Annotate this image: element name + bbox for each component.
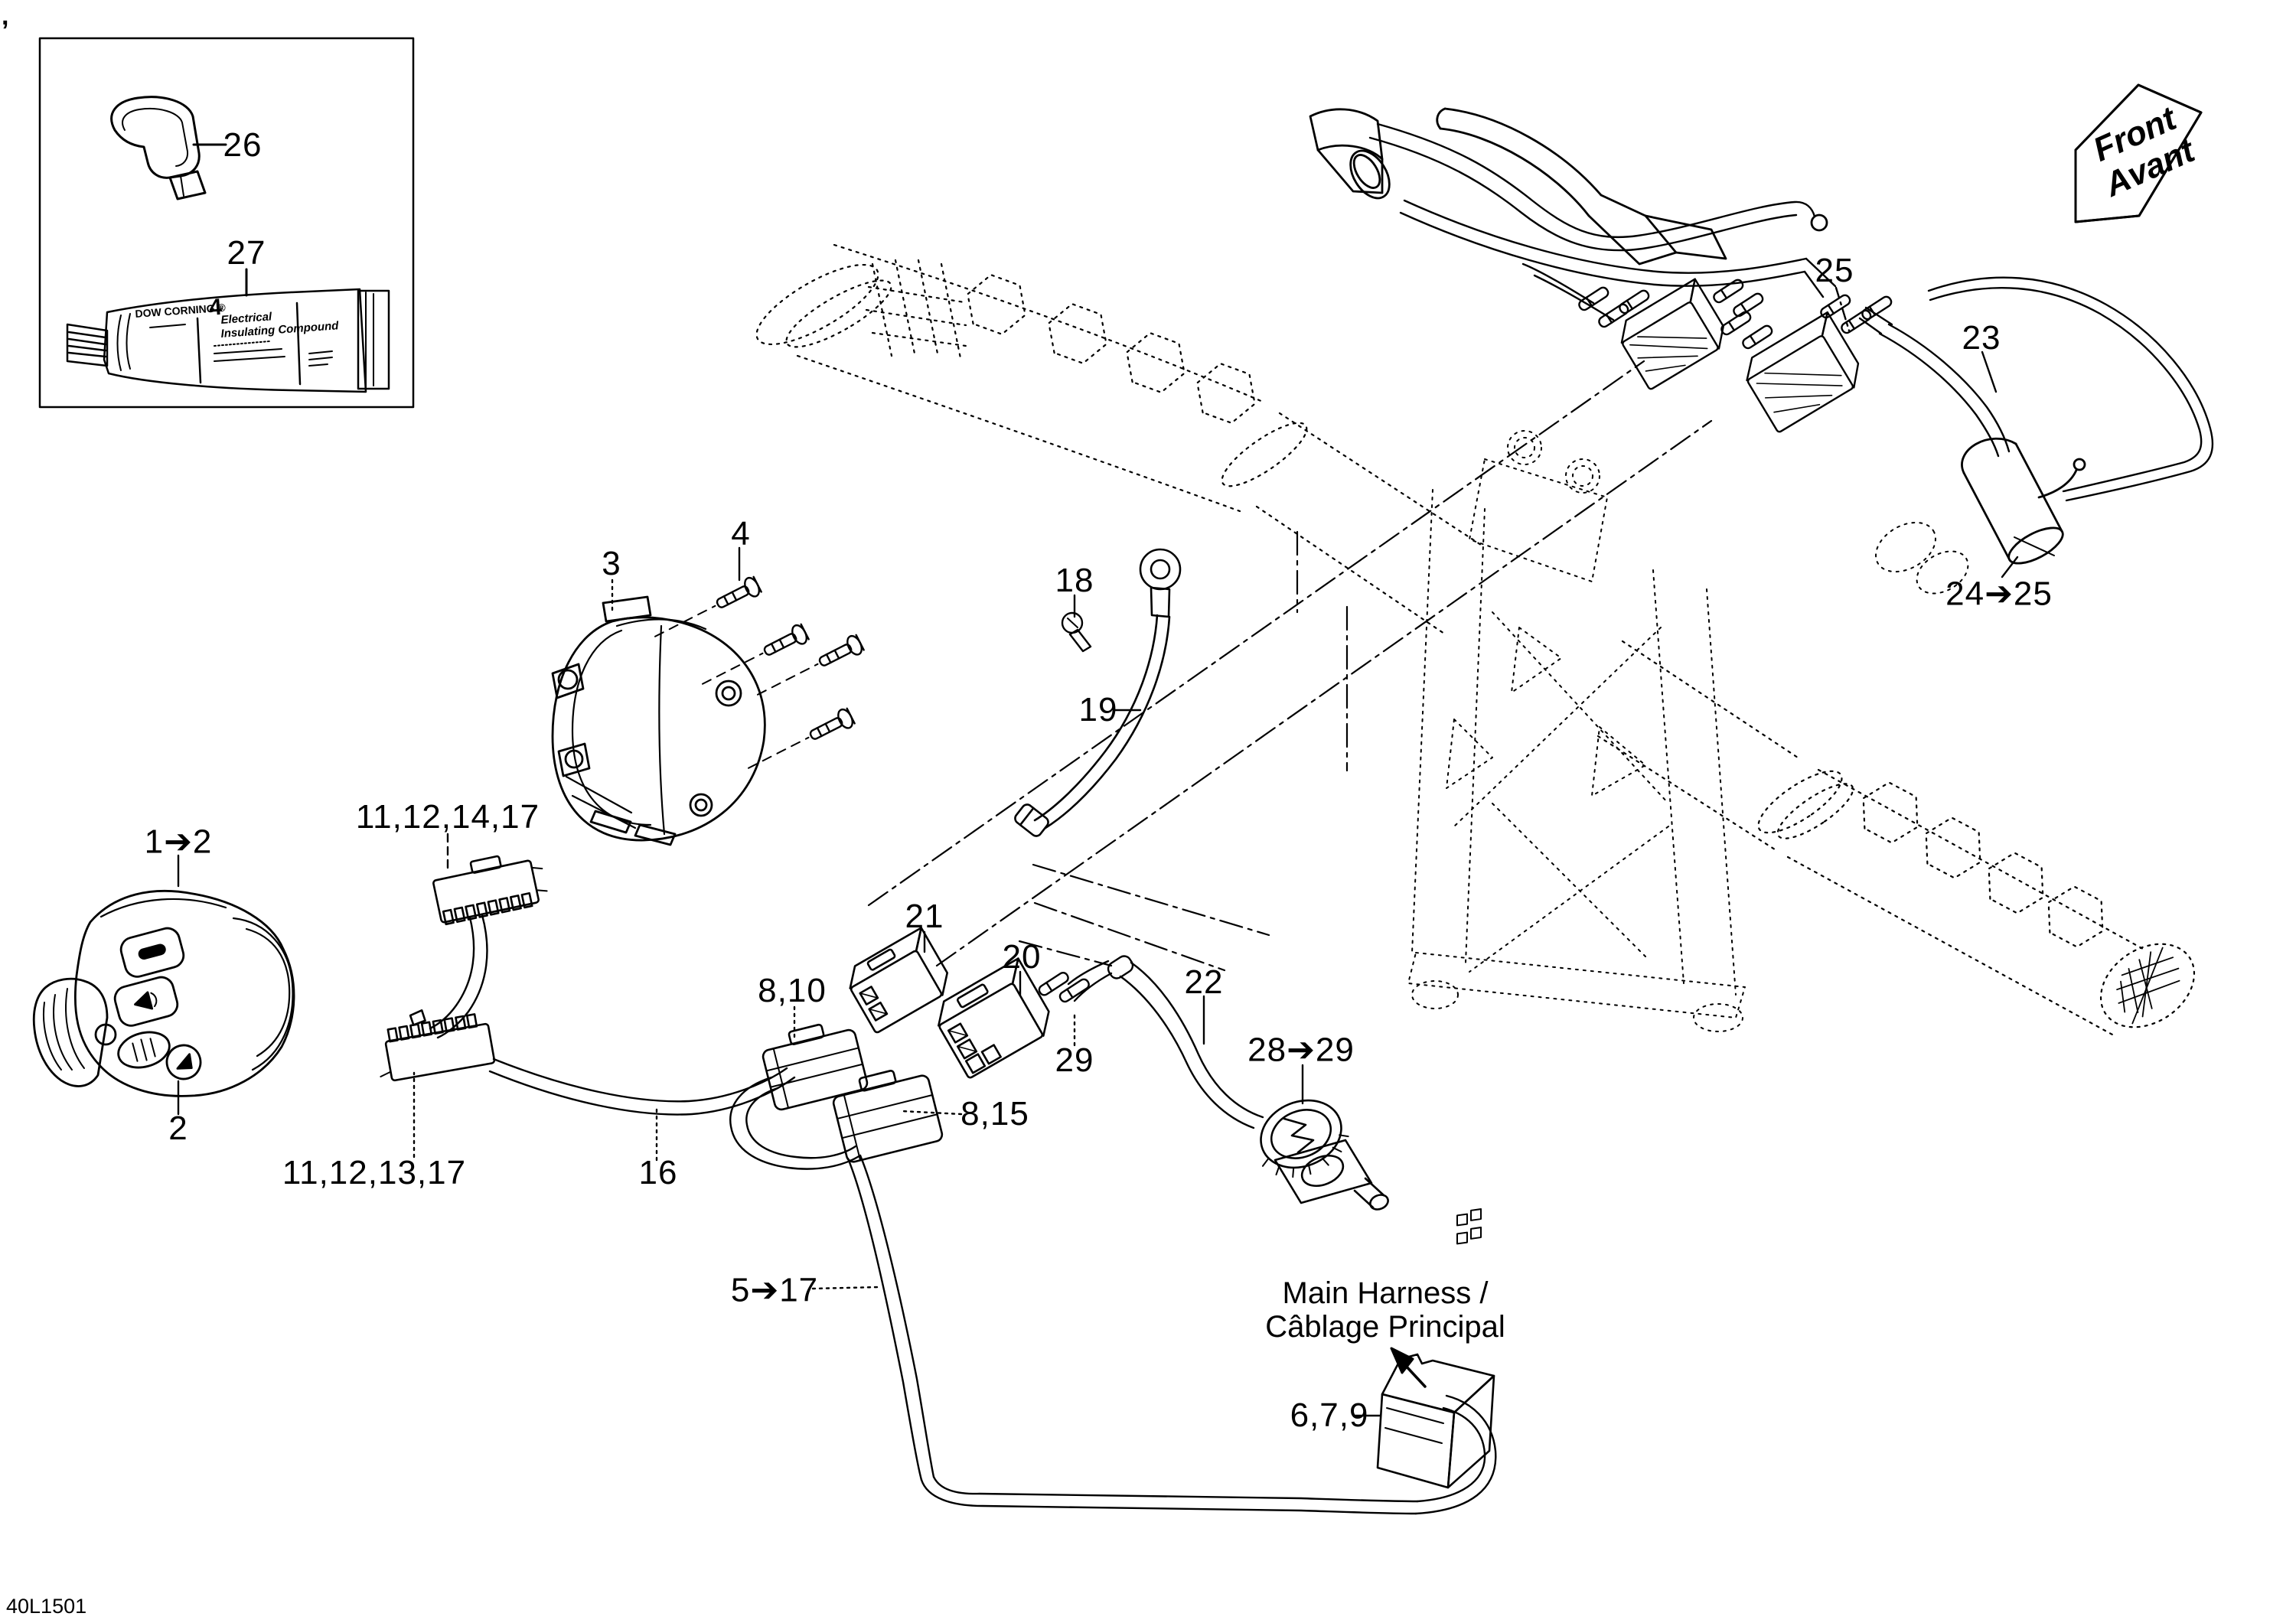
grommet-28-29 [1260, 1099, 1389, 1211]
connector-block-right [1746, 311, 1860, 433]
grip-knurl-left [865, 259, 967, 360]
callout-11,12,14,17: 11,12,14,17 [355, 798, 540, 836]
steering-riser-phantom [1407, 430, 1969, 1032]
connector-20 [938, 957, 1050, 1079]
main-harness-line1: Main Harness / [1282, 1276, 1489, 1310]
callout-25: 25 [1815, 252, 1854, 289]
corner-mark: , [2, 2, 9, 31]
front-direction-arrow [2074, 83, 2203, 223]
harness-loop [729, 1076, 862, 1170]
heat-shrink-tube-24 [1961, 437, 2086, 565]
connector-21 [849, 927, 948, 1034]
connector-6-7-9 [1376, 1208, 1495, 1489]
connector-11-12-13-17 [380, 1009, 496, 1082]
cover-3 [551, 595, 766, 846]
callout-21: 21 [905, 898, 944, 935]
connector-8-15 [832, 1070, 944, 1163]
callout-24➔25: 24➔25 [1945, 575, 2053, 613]
ground-cable-19 [1014, 548, 1182, 837]
callout-16: 16 [638, 1154, 678, 1191]
wire-22 [1067, 955, 1264, 1129]
inset-box [38, 37, 415, 409]
connector-11-12-14-17 [432, 855, 548, 926]
callout-20: 20 [1002, 938, 1042, 976]
screws-4 [654, 575, 865, 769]
wire-23 [1858, 276, 2214, 502]
wire-5-17 [846, 1154, 1497, 1515]
handlebar-phantom [755, 243, 2196, 1036]
connector-8-10 [762, 1023, 869, 1111]
multifunction-switch [32, 889, 295, 1097]
callout-4: 4 [731, 515, 751, 552]
callout-5➔17: 5➔17 [730, 1271, 819, 1309]
callout-22: 22 [1184, 963, 1224, 1001]
wire-c1-to-c2 [429, 914, 488, 1039]
callout-26: 26 [223, 126, 263, 164]
construction-lines [867, 360, 1713, 972]
callout-27: 27 [227, 234, 266, 272]
grip-end-hatch [2116, 947, 2180, 1025]
callout-2: 2 [168, 1110, 188, 1147]
main-harness-label: Main Harness / Câblage Principal [1225, 1276, 1546, 1344]
drawing-code: 40L1501 [6, 1595, 87, 1618]
callout-3: 3 [602, 545, 621, 582]
callout-23: 23 [1962, 319, 2001, 357]
callout-28➔29: 28➔29 [1247, 1031, 1355, 1069]
terminals-29 [1038, 971, 1090, 1003]
callout-1➔2: 1➔2 [144, 823, 213, 861]
wire-16 [488, 1058, 796, 1116]
callout-19: 19 [1078, 691, 1118, 728]
wire-25-harness [1399, 199, 1837, 321]
screw-18 [1061, 611, 1092, 653]
protector-cap-26 [110, 96, 207, 200]
callout-8,15: 8,15 [960, 1095, 1029, 1133]
sealant-tube-27 [66, 288, 390, 393]
leader-lines [177, 286, 2019, 1417]
callout-18: 18 [1055, 562, 1094, 599]
main-harness-line2: Câblage Principal [1265, 1310, 1505, 1344]
callout-11,12,13,17: 11,12,13,17 [282, 1154, 467, 1191]
connector-block-left [1620, 278, 1724, 390]
callout-29: 29 [1055, 1041, 1094, 1079]
brake-lever-assembly [1309, 107, 1828, 266]
main-harness-arrow [1390, 1347, 1427, 1388]
callout-8,10: 8,10 [758, 972, 827, 1009]
callout-6,7,9: 6,7,9 [1290, 1396, 1369, 1434]
